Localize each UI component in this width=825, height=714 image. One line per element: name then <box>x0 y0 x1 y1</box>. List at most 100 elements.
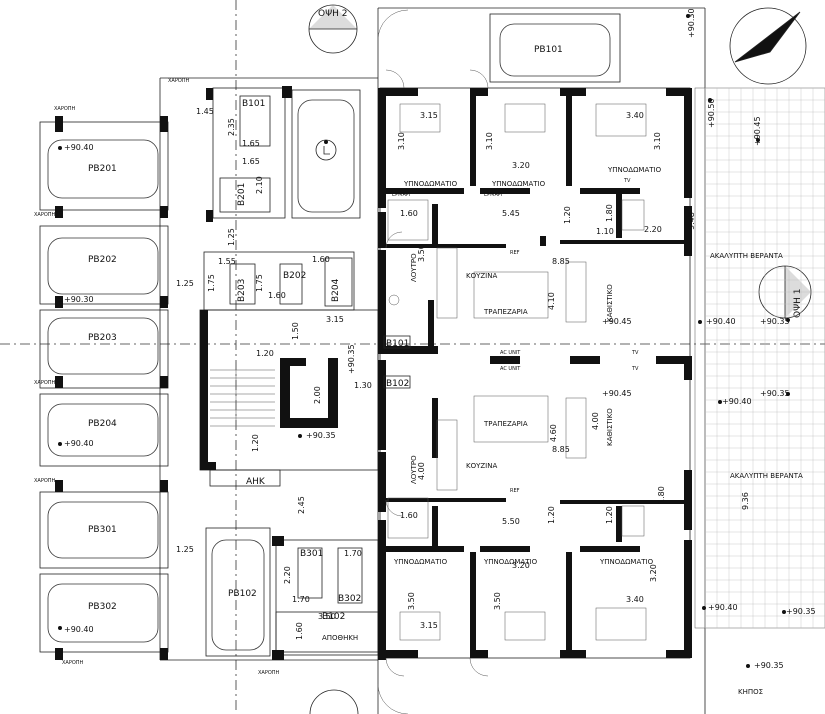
unit-label-b101: B101 <box>386 339 409 349</box>
storage-label-b204: B204 <box>331 278 341 302</box>
level-90-35f: +90.35 <box>347 344 356 374</box>
room-bedroom-5: ΥΠΝΟΔΩΜΑΤΙΟ <box>483 558 538 566</box>
pillars-left <box>55 116 168 660</box>
level-labels: +90.30 +90.40 +90.30 +90.40 +90.45 +90.4… <box>64 8 816 670</box>
dim-5-50: 5.50 <box>502 517 520 526</box>
dim-3-10c: 3.10 <box>653 132 662 150</box>
dim-2-20a: 2.20 <box>283 566 292 584</box>
stair-label: ΑΗΚ <box>246 477 266 487</box>
dim-1-55: 1.55 <box>218 257 236 266</box>
dim-1-70a: 1.70 <box>344 549 362 558</box>
room-bath-upper: ΛΟΥΤΡΟ <box>410 253 418 282</box>
level-90-35a: +90.35 <box>760 317 790 326</box>
dim-2-35: 2.35 <box>227 118 236 136</box>
dim-3-40a: 3.40 <box>626 111 644 120</box>
parking-bay-pb101 <box>489 13 621 83</box>
car-icon <box>47 403 159 457</box>
fridge-label-lower: REF <box>510 488 520 494</box>
level-90-40a: +90.40 <box>64 143 94 152</box>
car-icon <box>47 237 159 295</box>
dim-1-80b: 1.80 <box>657 486 666 504</box>
dim-1-20b: 1.20 <box>251 434 260 452</box>
level-90-45a: +90.45 <box>602 317 632 326</box>
room-bedroom-6: ΥΠΝΟΔΩΜΑΤΙΟ <box>599 558 654 566</box>
fridge-label-upper: REF <box>510 250 520 256</box>
dim-4-10: 4.10 <box>547 292 556 310</box>
dim-1-25a: 1.25 <box>227 228 236 246</box>
room-living-lower: ΚΑΘΙΣΤΙΚΟ <box>606 408 614 446</box>
dim-3-15a: 3.15 <box>326 315 344 324</box>
dim-3-10a: 3.10 <box>397 132 406 150</box>
parking-label-pb301: PB301 <box>88 525 117 535</box>
tv-label-lower: TV <box>631 366 639 372</box>
building-walls <box>378 87 692 660</box>
tv-label-bedroom: TV <box>623 178 631 184</box>
level-90-50: +90.50 <box>707 98 716 128</box>
storage-label-b301: B301 <box>300 549 323 559</box>
car-icon <box>499 23 611 77</box>
storage-label-b302: B302 <box>338 594 361 604</box>
dim-1-70b: 1.70 <box>292 595 310 604</box>
garden-label: ΚΗΠΟΣ <box>738 688 763 696</box>
dim-1-80a: 1.80 <box>605 204 614 222</box>
dim-3-50a: 3.50 <box>318 612 336 621</box>
room-bath-lower: ΛΟΥΤΡΟ <box>410 455 418 484</box>
tree-label-1: ΧΑΡΟΠΗ <box>54 106 76 112</box>
dim-8-85b: 8.85 <box>552 445 570 454</box>
storage-label-b202: B202 <box>283 271 306 281</box>
unit-labels: B101 B102 <box>383 335 411 389</box>
parking-label-pb204: PB204 <box>88 419 117 429</box>
dim-1-20c: 1.20 <box>563 206 572 224</box>
dim-3-50b: 3.50 <box>417 244 426 262</box>
level-90-45b: +90.45 <box>602 389 632 398</box>
tv-label-upper: TV <box>631 350 639 356</box>
dim-9-36: 9.36 <box>741 492 750 510</box>
room-bedroom-3: ΥΠΝΟΔΩΜΑΤΙΟ <box>607 166 662 174</box>
dim-4-60: 4.60 <box>549 424 558 442</box>
dim-9-48: 9.48 <box>687 212 696 230</box>
wardrobe-label-4: ΕΡΜΑΡΙ <box>484 548 502 554</box>
storage-label-b203: B203 <box>237 279 247 302</box>
room-dining-lower: ΤΡΑΠΕΖΑΡΙΑ <box>483 420 528 428</box>
dim-3-40b: 3.40 <box>626 595 644 604</box>
level-90-45c: +90.45 <box>753 116 762 146</box>
tree-label-2: ΧΑΡΟΠΗ <box>34 212 56 218</box>
veranda-hatch <box>694 87 825 629</box>
level-90-30a: +90.30 <box>687 8 696 38</box>
parking-label-pb201: PB201 <box>88 164 117 174</box>
dim-1-25b: 1.25 <box>176 279 194 288</box>
tree-label-7: ΧΑΡΟΠΗ <box>258 670 280 676</box>
car-icon <box>47 583 159 643</box>
parking-labels: PB101 PB201 PB202 PB203 PB204 PB301 PB30… <box>88 45 563 612</box>
level-90-40f: +90.40 <box>64 625 94 634</box>
view-label-top: ΟΨΗ 2 <box>318 9 348 19</box>
tree-label-4: ΧΑΡΟΠΗ <box>34 478 56 484</box>
veranda-label-lower: ΑΚΑΛΥΠΤΗ ΒΕΡΑΝΤΑ <box>730 472 803 480</box>
parking-bays-left <box>39 121 169 653</box>
dim-2-00: 2.00 <box>313 386 322 404</box>
wardrobe-label-3: ΕΡΜΑΡΙ <box>392 548 410 554</box>
car-icon <box>211 539 265 651</box>
level-90-40d: +90.40 <box>722 397 752 406</box>
dim-1-60b: 1.60 <box>312 255 330 264</box>
dim-3-50c: 3.50 <box>407 592 416 610</box>
wardrobe-label-1: ΕΡΜΑΡΙ <box>392 192 410 198</box>
veranda-grid <box>704 87 825 629</box>
dim-1-75a: 1.75 <box>207 274 216 292</box>
level-90-35b: +90.35 <box>760 389 790 398</box>
dim-5-45: 5.45 <box>502 209 520 218</box>
dim-1-75b: 1.75 <box>255 274 264 292</box>
storage-label-b102: B102 <box>322 612 345 622</box>
parking-bay-pb102 <box>205 527 271 657</box>
room-dining-upper: ΤΡΑΠΕΖΑΡΙΑ <box>483 308 528 316</box>
dim-1-30: 1.30 <box>354 381 372 390</box>
room-bedroom-2: ΥΠΝΟΔΩΜΑΤΙΟ <box>491 180 546 188</box>
accessible-parking-bay <box>291 89 361 219</box>
room-labels: ΥΠΝΟΔΩΜΑΤΙΟ ΥΠΝΟΔΩΜΑΤΙΟ ΥΠΝΟΔΩΜΑΤΙΟ ΚΟΥΖ… <box>246 166 803 696</box>
parking-label-pb302: PB302 <box>88 602 117 612</box>
dim-1-50: 1.50 <box>291 322 300 340</box>
car-icon <box>47 139 159 199</box>
dim-1-20d: 1.20 <box>547 506 556 524</box>
dim-3-50d: 3.50 <box>493 592 502 610</box>
level-90-40b: +90.40 <box>64 439 94 448</box>
